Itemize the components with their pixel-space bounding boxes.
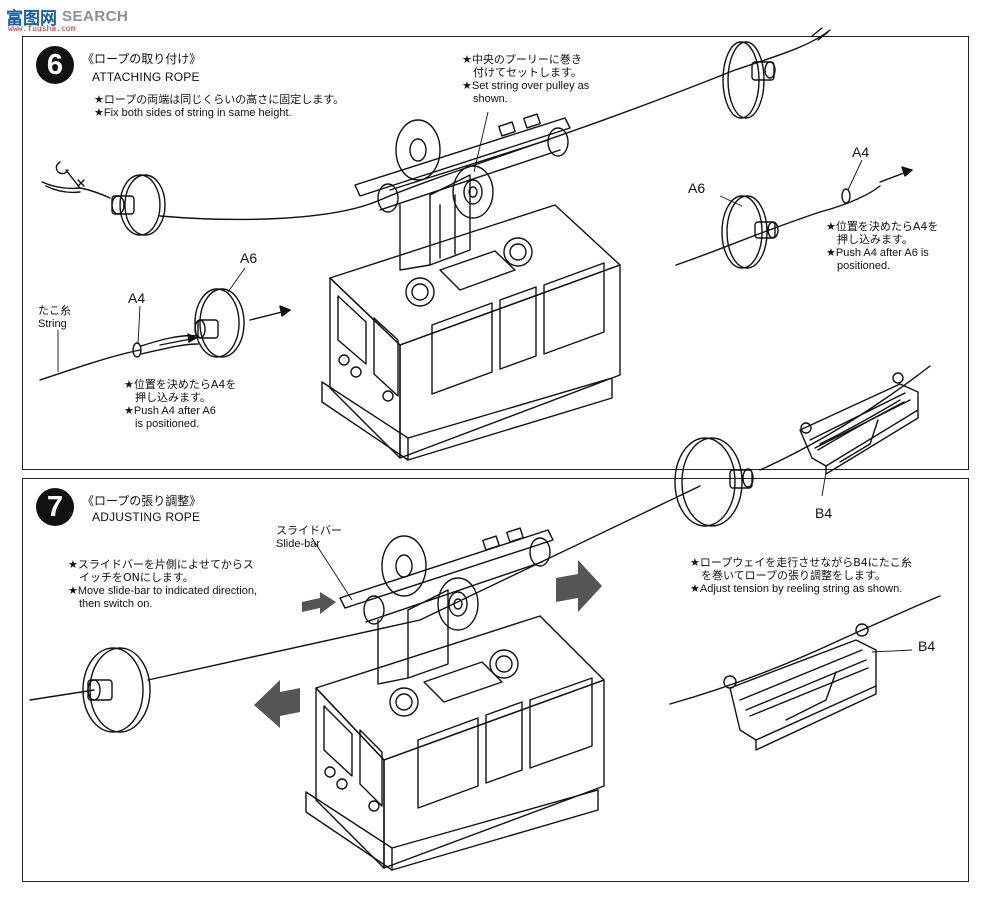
pulley-note-jp: ★中央のプーリーに巻き 付けてセットします。 — [462, 53, 582, 79]
push-note-right-en: ★Push A4 after A6 is positioned. — [826, 247, 929, 272]
step7-number: 7 — [36, 488, 74, 526]
string-left — [39, 349, 141, 381]
string-right — [675, 185, 881, 266]
pulley-note-en: ★Set string over pulley as shown. — [462, 80, 590, 105]
carriage-step6 — [354, 113, 571, 219]
pulley-left-icon — [111, 174, 166, 236]
hook-icon — [41, 161, 111, 199]
slidebar-label-en: Slide-bar — [276, 538, 321, 550]
watermark: 富图网 SEARCH — [6, 4, 128, 29]
tension-note-jp: ★ロープウェイを走行させながらB4にたこ糸 を巻いてロープの張り調整をします。 — [690, 556, 912, 582]
part-a4-left-icon — [132, 334, 199, 358]
label-a4-left: A4 — [128, 290, 146, 306]
push-note-left-en: ★Push A4 after A6 is positioned. — [124, 405, 216, 430]
arrow-left-icon — [254, 680, 300, 728]
gondola-step7 — [305, 589, 605, 871]
label-a4-right: A4 — [852, 144, 870, 160]
rope-step6 — [159, 29, 831, 221]
watermark-url: www.fuusha.com — [8, 24, 76, 33]
step6-title-jp: 《ロープの取り付け》 — [82, 52, 202, 66]
part-a4-right-icon — [841, 188, 851, 204]
step7-title-en: ADJUSTING ROPE — [92, 510, 201, 524]
direction-arrows — [254, 560, 602, 728]
string-label-en: String — [38, 318, 67, 330]
step6-note-en: ★Fix both sides of string in same height… — [94, 107, 292, 119]
pulley-top-right-icon — [722, 27, 829, 119]
step6-title-en: ATTACHING ROPE — [92, 70, 200, 84]
move-note-jp: ★スライドバーを片側によせてからス イッチをONにします。 — [68, 558, 254, 584]
step7-title-jp: 《ロープの張り調整》 — [82, 494, 202, 508]
step6-note-jp: ★ロープの両端は同じくらいの高さに固定します。 — [94, 93, 345, 106]
slidebar-label-jp: スライドバー — [276, 524, 342, 537]
label-a6-right: A6 — [688, 180, 706, 196]
watermark-search: SEARCH — [62, 8, 129, 25]
push-note-right-jp: ★位置を決めたらA4を 押し込みます。 — [826, 220, 939, 246]
arrow-slidebar-icon — [302, 592, 336, 614]
part-a6-right-icon — [721, 195, 779, 269]
step7-panel — [22, 478, 969, 882]
gondola-step6 — [321, 174, 621, 461]
pulley-step7-right-icon — [674, 437, 754, 527]
step6-number: 6 — [36, 46, 74, 84]
step6-panel — [22, 36, 969, 470]
rope-b4-detail — [669, 595, 941, 705]
arrow-right-icon — [556, 560, 602, 612]
string-label-jp: たこ糸 — [38, 304, 71, 317]
label-b4-bottom: B4 — [918, 638, 936, 654]
tension-note-en: ★Adjust tension by reeling string as sho… — [690, 583, 903, 595]
carriage-step7 — [339, 527, 554, 631]
push-note-left-jp: ★位置を決めたらA4を 押し込みます。 — [124, 378, 237, 404]
pulley-step7-left-icon — [82, 647, 151, 733]
part-a6-left-icon — [194, 288, 245, 358]
part-b4-top-icon — [799, 372, 919, 475]
label-b4-top: B4 — [815, 505, 833, 521]
label-a6-left: A6 — [240, 250, 258, 266]
rope-step7 — [29, 365, 931, 701]
part-b4-bottom-icon — [723, 623, 877, 751]
watermark-logo: 富图网 — [6, 9, 57, 29]
move-note-en: ★Move slide-bar to indicated direction, … — [68, 585, 258, 610]
